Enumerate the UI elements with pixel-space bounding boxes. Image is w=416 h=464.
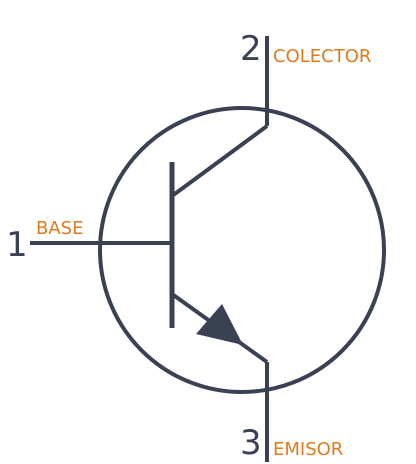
emitter-pin-label: EMISOR — [273, 439, 343, 460]
transistor-envelope-circle — [98, 106, 386, 394]
emitter-arrow-icon — [196, 304, 243, 345]
base-pin-label: BASE — [36, 218, 83, 239]
emitter-pin-number: 3 — [240, 423, 262, 463]
collector-pin-number: 2 — [240, 29, 262, 69]
collector-pin-label: COLECTOR — [273, 46, 371, 67]
base-pin-number: 1 — [6, 225, 28, 265]
collector-diagonal — [170, 124, 269, 198]
